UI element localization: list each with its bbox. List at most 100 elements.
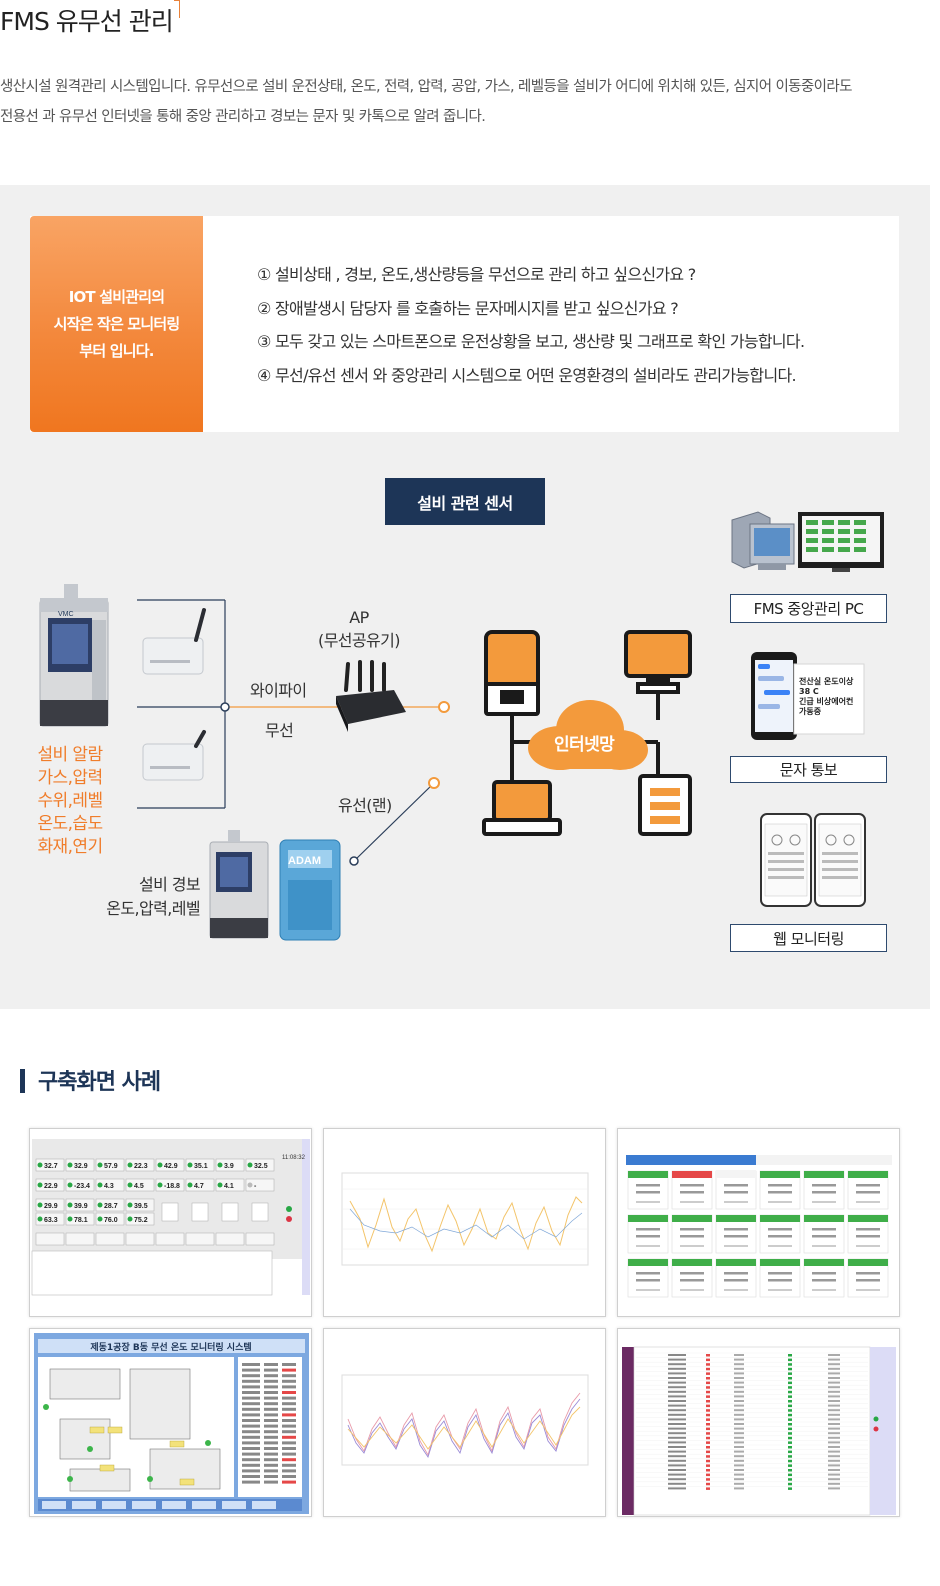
- monitor-value: 4.3: [104, 1183, 114, 1190]
- status-card: [715, 1170, 757, 1210]
- monitor-cell: 76.0: [95, 1212, 125, 1226]
- table-row: [242, 1385, 296, 1389]
- status-card: [759, 1214, 801, 1254]
- wifi-label: 와이파이: [250, 681, 307, 700]
- table-row: [242, 1419, 296, 1422]
- empty-cell: [125, 1232, 155, 1246]
- empty-cell: [215, 1232, 245, 1246]
- title-corner-decoration: [174, 0, 180, 18]
- table-row: [636, 1476, 868, 1481]
- monitor-cell: 42.9: [155, 1158, 185, 1172]
- empty-cell: [191, 1202, 209, 1222]
- empty-cell: [251, 1202, 269, 1222]
- monitor-cell: 35.1: [185, 1158, 215, 1172]
- cases-section-title: 구축화면 사례: [38, 1070, 161, 1095]
- feature-callout: IOT 설비관리의 시작은 작은 모니터링 부터 입니다. ① 설비상태 , 경…: [30, 216, 899, 432]
- status-card: [803, 1170, 845, 1210]
- map-value-table: [242, 1363, 296, 1484]
- page-title: FMS 유무선 관리: [0, 7, 174, 36]
- monitor-cell: 32.5: [245, 1158, 275, 1172]
- ap-label-line-1: AP: [349, 608, 369, 627]
- monitor-value: 4.5: [134, 1183, 144, 1190]
- table-row: [242, 1430, 296, 1434]
- table-row: [636, 1394, 868, 1398]
- case-screenshot-table-list[interactable]: [617, 1328, 900, 1517]
- table-row: [636, 1463, 868, 1467]
- feature-item: ① 설비상태 , 경보, 온도,생산량등을 무선으로 관리 하고 싶으신가요 ?: [257, 265, 696, 284]
- table-row: [242, 1435, 296, 1439]
- table-row: [242, 1413, 296, 1417]
- table-row: [242, 1379, 296, 1383]
- table-row: [242, 1475, 296, 1478]
- case-screenshot-trend-chart[interactable]: [323, 1128, 606, 1317]
- equipment-line: 설비 알람: [37, 745, 104, 765]
- sms-line: 전산실 온도이상: [799, 677, 854, 686]
- table-row: [636, 1366, 868, 1371]
- table-row: [242, 1463, 296, 1467]
- status-card: [847, 1214, 889, 1254]
- status-card: [803, 1258, 845, 1298]
- empty-cell: [155, 1232, 185, 1246]
- status-card: [627, 1170, 669, 1210]
- monitor-cell: 29.9: [35, 1198, 65, 1212]
- monitor-cell: 4.3: [95, 1178, 125, 1192]
- equipment-sensor-list: 설비 알람 가스,압력 수위,레벨 온도,습도 화재,연기: [30, 744, 110, 859]
- section-marker: [20, 1069, 25, 1093]
- status-card: [627, 1214, 669, 1254]
- internet-label: 인터넷망: [554, 735, 615, 755]
- wireless-label: 무선: [265, 721, 294, 740]
- table-row: [242, 1391, 296, 1394]
- case-screenshot-floor-map[interactable]: 제동1공장 B동 무선 온도 모니터링 시스템: [29, 1328, 312, 1517]
- table-row: [636, 1440, 868, 1444]
- monitor-cell: 28.7: [95, 1198, 125, 1212]
- table-row: [636, 1407, 868, 1412]
- monitor-cell: 4.5: [125, 1178, 155, 1192]
- feature-item: ③ 모두 갖고 있는 스마트폰으로 운전상황을 보고, 생산량 및 그래프로 확…: [257, 332, 805, 351]
- monitor-cell: 32.7: [35, 1158, 65, 1172]
- monitor-value: 76.0: [104, 1217, 118, 1224]
- table-row: [636, 1417, 868, 1421]
- monitor-cell: 57.9: [95, 1158, 125, 1172]
- table-row: [636, 1421, 868, 1426]
- sms-message: 전산실 온도이상 38 C 긴급 비상에어컨 가동중: [799, 677, 861, 717]
- status-card: [627, 1258, 669, 1298]
- feature-item: ② 장애발생시 담당자 를 호출하는 문자메시지를 받고 싶으신가요 ?: [257, 298, 679, 318]
- alarm-label-line-2: 온도,압력,레벨: [106, 899, 200, 918]
- table-row: [242, 1447, 296, 1450]
- table-row: [242, 1452, 296, 1456]
- monitor-cell: 22.9: [35, 1178, 65, 1192]
- equipment-line: 화재,연기: [37, 837, 104, 857]
- slogan-line-1: IOT 설비관리의: [68, 287, 165, 306]
- table-row: [636, 1458, 868, 1463]
- monitor-value: 63.3: [44, 1217, 58, 1224]
- monitor-value: 75.2: [134, 1217, 148, 1224]
- monitor-cell: 39.9: [65, 1198, 95, 1212]
- empty-cell: [35, 1232, 65, 1246]
- monitor-cell: 63.3: [35, 1212, 65, 1226]
- status-card: [847, 1170, 889, 1210]
- table-row: [636, 1398, 868, 1403]
- monitor-value: 4.7: [194, 1183, 204, 1190]
- status-card: [715, 1258, 757, 1298]
- status-card: [671, 1258, 713, 1298]
- monitor-cell: 4.7: [185, 1178, 215, 1192]
- table-row: [636, 1412, 868, 1417]
- alarm-label-line-1: 설비 경보: [139, 875, 201, 894]
- sms-line: 38 C: [799, 687, 819, 696]
- equipment-line: 가스,압력: [37, 768, 104, 788]
- table-row: [636, 1426, 868, 1431]
- table-row: [242, 1424, 296, 1428]
- wired-label: 유선(랜): [338, 796, 392, 815]
- case-screenshot-card-dashboard[interactable]: [617, 1128, 900, 1317]
- table-row: [636, 1385, 868, 1389]
- monitor-value: 32.5: [254, 1163, 268, 1170]
- status-card: [671, 1214, 713, 1254]
- table-row: [636, 1486, 868, 1490]
- status-card: [671, 1170, 713, 1210]
- feature-list: ① 설비상태 , 경보, 온도,생산량등을 무선으로 관리 하고 싶으신가요 ?…: [257, 258, 805, 392]
- table-row: [636, 1444, 868, 1449]
- case-screenshot-multi-trend[interactable]: [323, 1328, 606, 1517]
- table-row: [636, 1403, 868, 1408]
